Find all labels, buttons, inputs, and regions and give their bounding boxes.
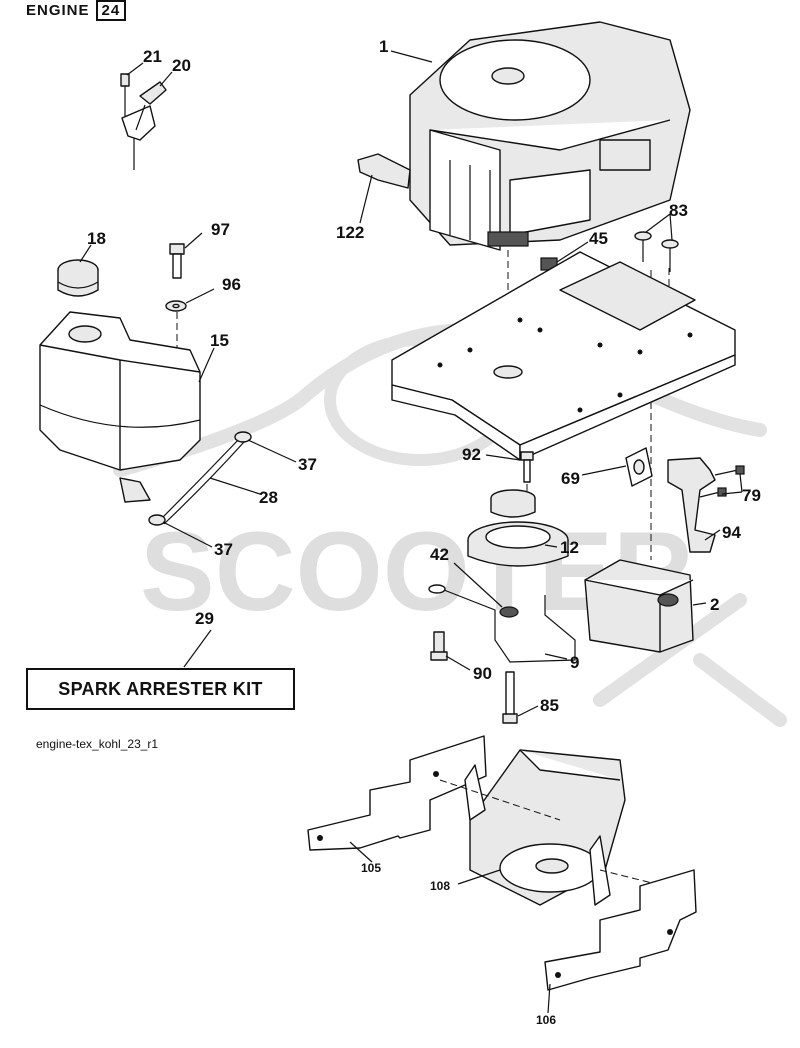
callout-79: 79	[742, 486, 761, 505]
callout-45: 45	[589, 229, 608, 248]
callout-labels: 1 2 9 12 15 18 20 21 28 29 37 37 42 45 6…	[87, 37, 761, 1027]
callout-85: 85	[540, 696, 559, 715]
callout-122: 122	[336, 223, 364, 242]
callout-96: 96	[222, 275, 241, 294]
part-fuel-cap	[57, 259, 99, 297]
part-hose-clamp-lower	[148, 514, 166, 526]
callout-9: 9	[570, 653, 579, 672]
callout-21: 21	[143, 47, 162, 66]
diagram-reference-code: engine-tex_kohl_23_r1	[36, 737, 159, 751]
callout-90: 90	[473, 664, 492, 683]
callout-97: 97	[211, 220, 230, 239]
callout-94: 94	[722, 523, 741, 542]
part-bolts-83	[634, 231, 679, 272]
part-bolt-92	[520, 451, 534, 483]
callout-69: 69	[561, 469, 580, 488]
part-bracket-rod	[428, 584, 576, 663]
callout-1: 1	[379, 37, 388, 56]
callout-37-upper: 37	[298, 455, 317, 474]
callout-12: 12	[560, 538, 579, 557]
part-pulley	[467, 489, 569, 567]
callout-106: 106	[536, 1013, 556, 1027]
spark-arrester-kit-label: SPARK ARRESTER KIT	[26, 668, 295, 710]
part-frame-plate	[391, 251, 736, 461]
part-engine-bracket	[357, 153, 411, 189]
part-bolt-85	[502, 671, 518, 724]
part-engine	[409, 21, 691, 251]
callout-108: 108	[430, 879, 450, 893]
part-bolt-97	[169, 243, 185, 279]
page-number-box: 24	[95, 0, 127, 21]
part-plate-106	[544, 869, 697, 991]
part-washer-42	[499, 606, 519, 618]
part-fuel-tank	[39, 311, 201, 503]
part-bolt-90	[430, 631, 448, 661]
callout-92: 92	[462, 445, 481, 464]
diagram-header: ENGINE 24	[26, 0, 127, 21]
part-hose-clamp-upper	[234, 431, 252, 443]
part-exhaust-pipe	[667, 457, 716, 553]
part-muffler	[584, 559, 694, 653]
callout-37-lower: 37	[214, 540, 233, 559]
callout-105: 105	[361, 861, 381, 875]
callout-83: 83	[669, 201, 688, 220]
part-washer-96	[165, 300, 187, 312]
part-plate-105	[307, 735, 487, 851]
callout-2: 2	[710, 595, 719, 614]
part-cover-pan	[464, 749, 626, 906]
part-throttle-bracket	[120, 73, 167, 170]
callout-28: 28	[259, 488, 278, 507]
callout-15: 15	[210, 331, 229, 350]
callout-18: 18	[87, 229, 106, 248]
part-fuel-line	[159, 437, 245, 525]
callout-42: 42	[430, 545, 449, 564]
callout-20: 20	[172, 56, 191, 75]
diagram-title: ENGINE	[26, 2, 90, 19]
callout-29: 29	[195, 609, 214, 628]
leader-lines	[79, 50, 743, 1014]
part-gasket-69	[625, 447, 653, 487]
